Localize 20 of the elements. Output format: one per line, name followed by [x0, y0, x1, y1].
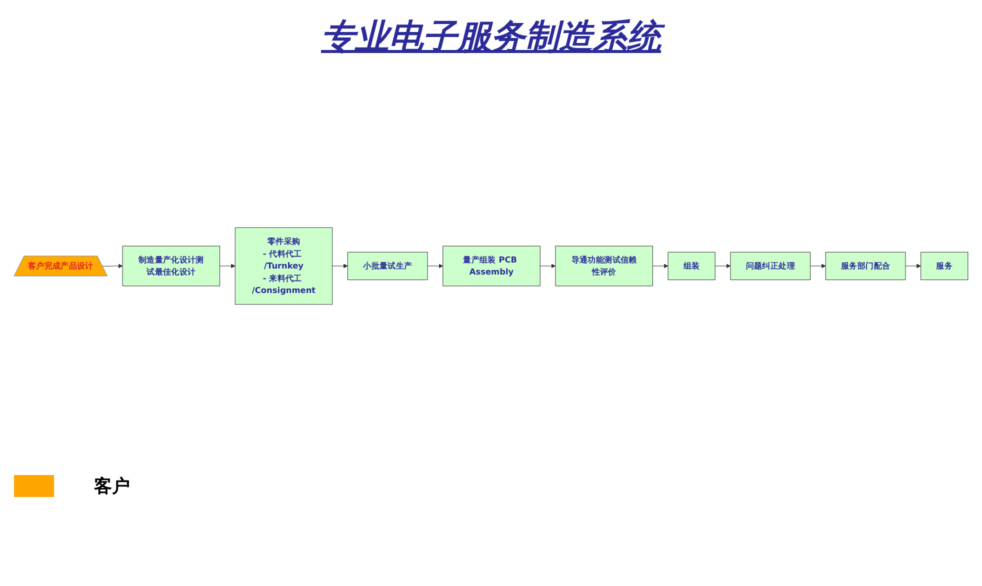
arrow [652, 264, 668, 268]
arrow [427, 264, 444, 268]
legend-label: 客户 [94, 475, 130, 498]
node-box: 小批量试生产 [347, 252, 428, 280]
arrow [332, 264, 348, 268]
node-box: 量产组装 PCB Assembly [442, 246, 540, 286]
arrow [102, 264, 123, 268]
node-box: 导通功能测试信赖性评价 [555, 246, 653, 286]
node-box: 服务 [920, 252, 968, 280]
diagram-title: 专业电子服务制造系统 [0, 14, 982, 60]
node-box: 组装 [668, 252, 716, 280]
arrow [220, 264, 236, 268]
arrow [810, 264, 826, 268]
arrow [540, 264, 556, 268]
node-box: 零件采购 - 代料代工 /Turnkey - 来料代工 /Consignment [234, 227, 333, 305]
node-box: 服务部门配合 [825, 252, 906, 280]
arrow [905, 264, 922, 268]
node-box: 制造量产化设计测试最佳化设计 [122, 246, 220, 286]
node-box: 问题纠正处理 [730, 252, 811, 280]
arrow [714, 264, 731, 268]
